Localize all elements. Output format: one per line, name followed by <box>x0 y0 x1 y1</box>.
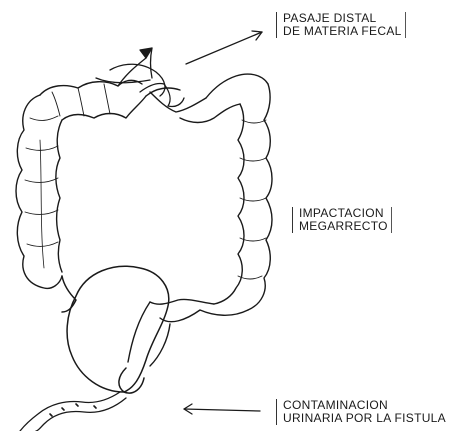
contamination-label-line2: URINARIA POR LA FISTULA <box>283 412 446 425</box>
arrow-from-contamination-label <box>184 404 260 414</box>
contamination-label: CONTAMINACION URINARIA POR LA FISTULA <box>276 399 446 425</box>
distal-passage-label: PASAJE DISTAL DE MATERIA FECAL <box>276 12 406 38</box>
distal-passage-loop <box>96 48 184 107</box>
megarectum <box>62 266 169 393</box>
transverse-colon <box>40 74 268 122</box>
impaction-label-line2: MEGARRECTO <box>299 220 388 233</box>
sigmoid-colon <box>128 299 248 366</box>
ascending-colon <box>16 95 62 288</box>
impaction-label: IMPACTACION MEGARRECTO <box>292 207 392 233</box>
arrow-to-distal-label <box>186 31 262 64</box>
descending-colon <box>214 84 272 310</box>
distal-passage-label-line2: DE MATERIA FECAL <box>283 25 402 38</box>
fistula-tract <box>20 392 126 431</box>
